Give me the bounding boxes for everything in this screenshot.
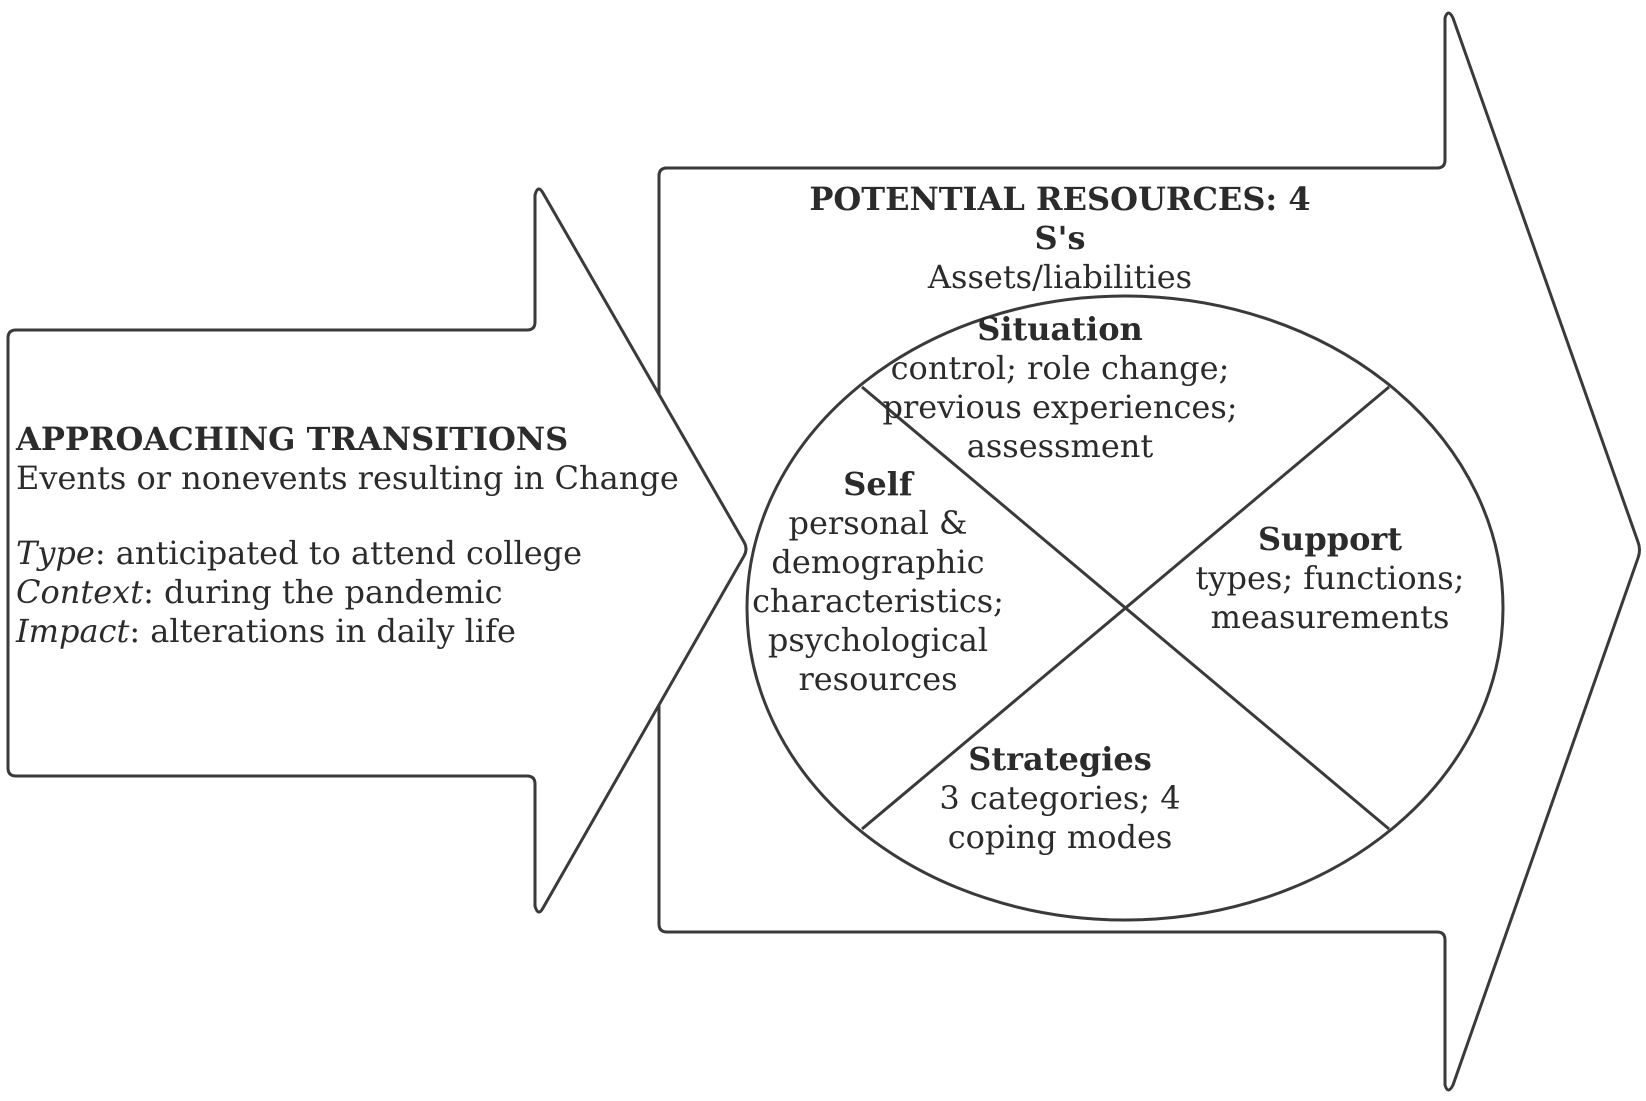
resources-subtitle: Assets/liabilities	[927, 258, 1193, 297]
support-section: Support types; functions; measurements	[1185, 520, 1475, 637]
circle-divider-2	[861, 385, 1390, 831]
transitions-arrow-shape	[6, 187, 748, 914]
impact-text: : alterations in daily life	[129, 612, 516, 651]
self-section: Self personal & demographic characterist…	[728, 465, 1028, 699]
support-line: types; functions;	[1195, 559, 1465, 598]
strategies-line: coping modes	[947, 818, 1173, 857]
potential-resources-heading: POTENTIAL RESOURCES: 4 S's Assets/liabil…	[780, 180, 1340, 297]
strategies-section: Strategies 3 categories; 4 coping modes	[905, 740, 1215, 857]
situation-line: assessment	[966, 427, 1154, 466]
self-line: demographic	[771, 543, 985, 582]
support-line: measurements	[1210, 598, 1450, 637]
transitions-title: APPROACHING TRANSITIONS	[16, 420, 569, 458]
transition-impact: Impact: alterations in daily life	[16, 612, 696, 651]
context-label: Context	[16, 573, 144, 612]
transitions-subtitle: Events or nonevents resulting in Change	[16, 459, 679, 498]
resources-title: POTENTIAL RESOURCES: 4 S's	[809, 180, 1311, 258]
context-text: : during the pandemic	[143, 573, 503, 612]
type-label: Type	[16, 534, 95, 573]
type-text: : anticipated to attend college	[94, 534, 583, 573]
self-line: characteristics;	[752, 582, 1004, 621]
self-title: Self	[843, 465, 913, 503]
transition-type: Type: anticipated to attend college	[16, 534, 696, 573]
approaching-transitions-text: APPROACHING TRANSITIONS Events or noneve…	[16, 420, 696, 651]
strategies-title: Strategies	[968, 740, 1152, 778]
situation-line: control; role change;	[890, 349, 1230, 388]
situation-section: Situation control; role change; previous…	[880, 310, 1240, 466]
transition-context: Context: during the pandemic	[16, 573, 696, 612]
self-line: personal &	[788, 504, 968, 543]
support-title: Support	[1257, 520, 1403, 558]
spacer	[16, 498, 696, 534]
situation-title: Situation	[977, 310, 1143, 348]
impact-label: Impact	[16, 612, 130, 651]
self-line: psychological	[767, 621, 989, 660]
self-line: resources	[798, 660, 958, 699]
strategies-line: 3 categories; 4	[939, 779, 1181, 818]
situation-line: previous experiences;	[882, 388, 1238, 427]
